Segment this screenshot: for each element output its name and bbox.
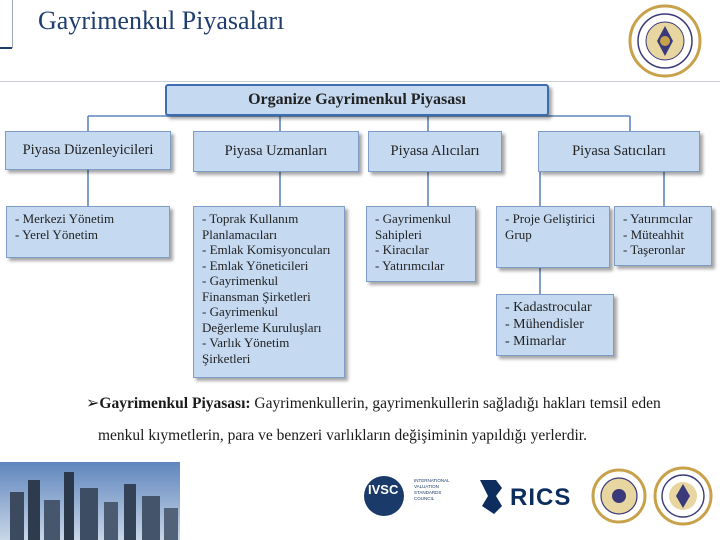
category-label: Piyasa Uzmanları: [224, 142, 328, 159]
list-node-sellers-professionals: - Kadastrocular - Mühendisler - Mimarlar: [496, 294, 614, 356]
main-node-organized-market: Organize Gayrimenkul Piyasası: [165, 84, 549, 116]
category-label: Piyasa Alıcıları: [390, 142, 480, 159]
university-seal-icon: [628, 4, 702, 78]
ivsc-caption: INTERNATIONAL VALUATION STANDARDS COUNCI…: [414, 478, 450, 501]
definition-line2: menkul kıymetlerin, para ve benzeri varl…: [98, 427, 587, 444]
city-skyline-image: [0, 462, 180, 540]
header-divider: [0, 81, 720, 82]
page-title: Gayrimenkul Piyasaları: [38, 6, 285, 35]
rics-wordmark: RICS: [510, 484, 572, 511]
category-node-experts: Piyasa Uzmanları: [193, 131, 359, 172]
list-node-experts: - Toprak Kullanım Planlamacıları - Emlak…: [193, 206, 345, 378]
list-node-sellers-developers: - Proje Geliştirici Grup: [496, 206, 610, 268]
seal-logo-icon: [588, 462, 650, 530]
ivsc-logo: IVSC INTERNATIONAL VALUATION STANDARDS C…: [348, 462, 466, 530]
definition-term: Gayrimenkul Piyasası:: [99, 395, 251, 412]
definition-text: ➢Gayrimenkul Piyasası: Gayrimenkullerin,…: [86, 388, 686, 452]
title-accent-line: [12, 0, 13, 48]
list-node-sellers-investors: - Yatırımcılar - Müteahhit - Taşeronlar: [614, 206, 712, 266]
list-node-regulators: - Merkezi Yönetim - Yerel Yönetim: [6, 206, 170, 258]
category-label: Piyasa Düzenleyicileri: [22, 141, 154, 158]
ivsc-emblem-icon: [348, 462, 466, 530]
rics-emblem-icon: [466, 462, 586, 530]
rics-logo: RICS: [466, 462, 586, 530]
university-seal-small-icon: [650, 462, 716, 530]
definition-line1: Gayrimenkullerin, gayrimenkullerin sağla…: [250, 395, 661, 412]
ivsc-mark-text: IVSC: [368, 482, 399, 497]
category-label: Piyasa Satıcıları: [572, 142, 666, 159]
category-node-buyers: Piyasa Alıcıları: [368, 131, 502, 172]
list-node-buyers: - Gayrimenkul Sahipleri - Kiracılar - Ya…: [366, 206, 476, 282]
main-node-label: Organize Gayrimenkul Piyasası: [248, 91, 466, 109]
arrow-bullet-icon: ➢: [86, 395, 100, 412]
category-node-sellers: Piyasa Satıcıları: [538, 131, 700, 172]
category-node-regulators: Piyasa Düzenleyicileri: [5, 131, 171, 170]
title-accent-rule: [0, 47, 12, 49]
